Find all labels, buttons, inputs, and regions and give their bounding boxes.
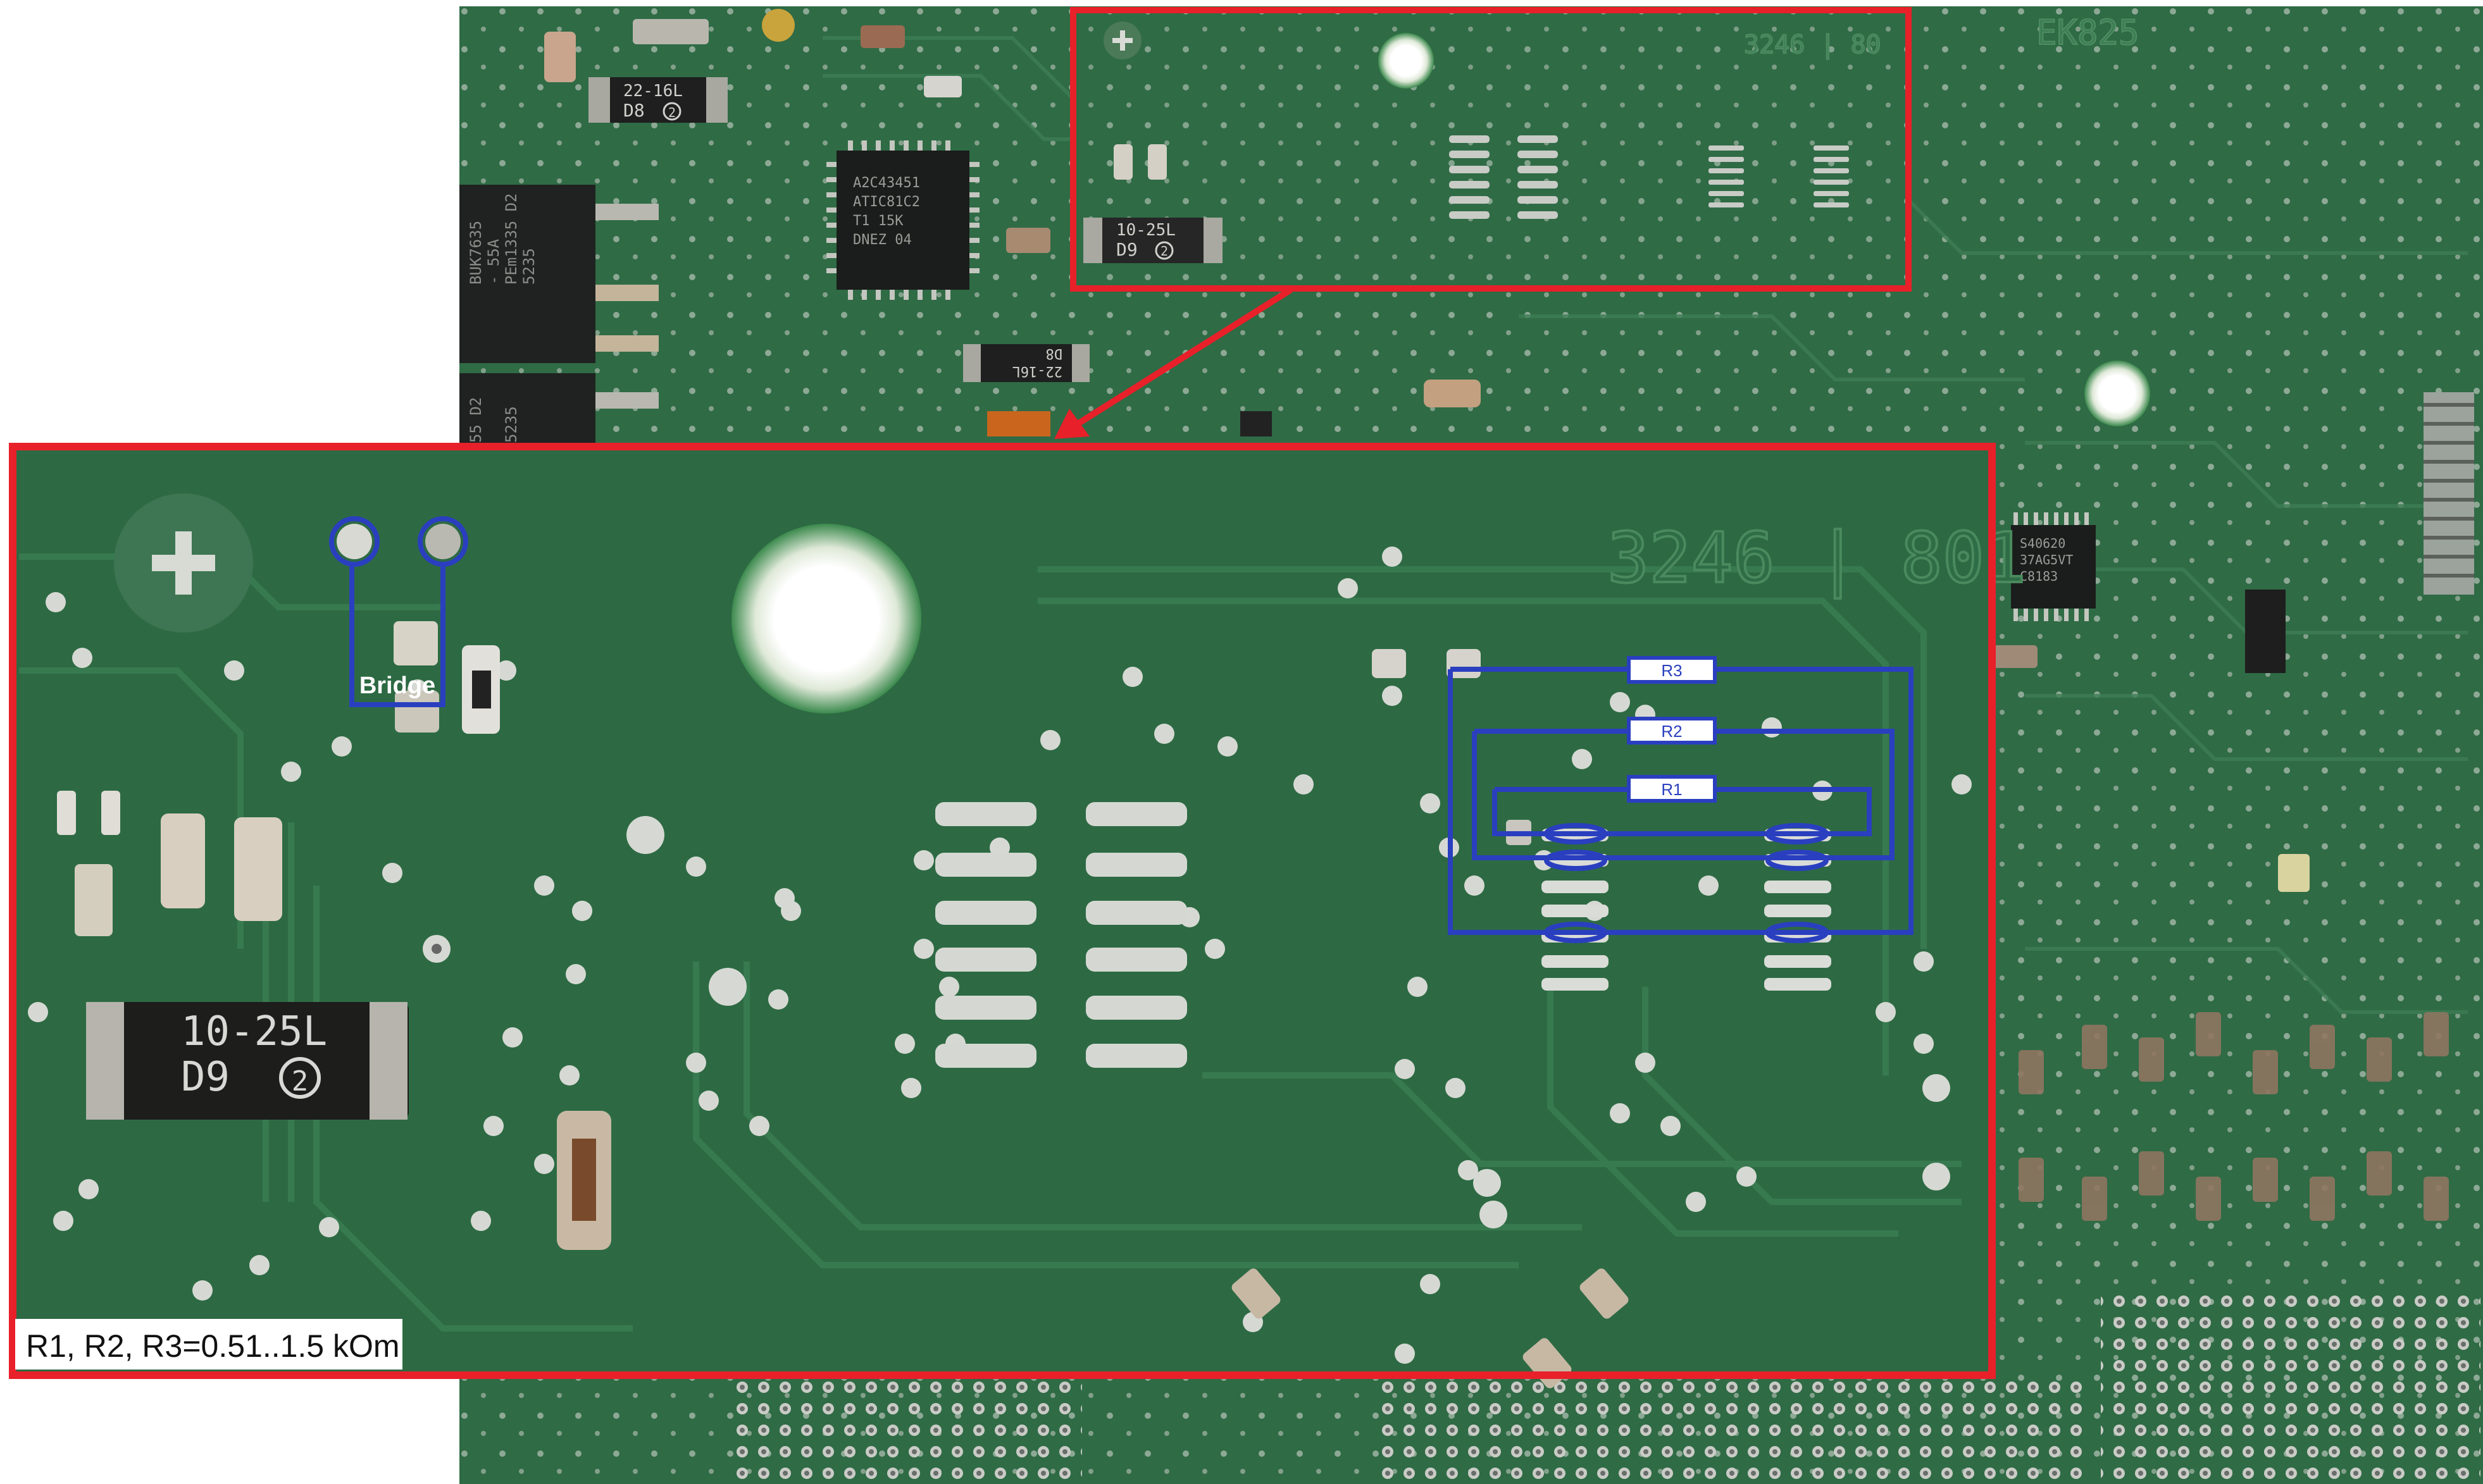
- zoom-panel-frame: [9, 443, 1996, 1379]
- diode-d8-mid: 22-16L D8: [963, 344, 1090, 382]
- bridge-label: Bridge: [359, 672, 435, 699]
- resistor-r2: R2: [1627, 717, 1717, 745]
- diode-right: [2245, 590, 2286, 673]
- top-highlight-region: 3246 | 80 10-25L D9 2: [1070, 7, 1912, 292]
- fet-top-line1: BUK7635: [467, 221, 485, 285]
- silk-big: 3246 | 801: [1607, 517, 2026, 599]
- r2-label: R2: [1661, 722, 1682, 741]
- r1-label: R1: [1661, 780, 1682, 799]
- d8-top-line1: 22-16L: [623, 82, 683, 101]
- d8-top-circle-mark: 2: [668, 105, 676, 120]
- diode-d9-small: 10-25L D9 2: [1083, 218, 1223, 263]
- d9-big-line1: 10-25L: [181, 1008, 327, 1055]
- fet-bottom-line2: 5235: [502, 406, 520, 443]
- resistance-caption: R1, R2, R3=0.51..1.5 kOm: [15, 1319, 402, 1370]
- annotation-overlay: [329, 516, 1914, 943]
- mcu-line1: A2C43451: [853, 175, 920, 191]
- mcu-line3: T1 15K: [853, 213, 904, 229]
- d9-big-line2: D9: [181, 1054, 230, 1101]
- d8-mid-line2: D8: [1046, 345, 1063, 361]
- bridge-ic-line2: 37AG5VT: [2020, 552, 2073, 567]
- mcu-line4: DNEZ 04: [853, 232, 912, 248]
- d9-big-circle-mark: 2: [292, 1065, 309, 1098]
- fet-top-line3: PEm1335 D2: [502, 194, 520, 285]
- d9-small-circle-mark: 2: [1161, 244, 1168, 259]
- fet-top-line4: 5235: [520, 248, 538, 285]
- d9-small-line2: D9: [1116, 239, 1138, 260]
- power-fet-top: BUK7635 - 55A PEm1335 D2 5235: [459, 185, 659, 363]
- capacitor-part: [544, 32, 576, 82]
- top-highlight-frame: [1070, 7, 1912, 292]
- silk-small: 3246 | 80: [1744, 30, 1881, 59]
- r3-label: R3: [1661, 661, 1682, 680]
- fet-top-line2: - 55A: [485, 238, 502, 285]
- diode-d8-top: 22-16L D8 2: [588, 77, 728, 123]
- d8-mid-line1: 22-16L: [1012, 363, 1062, 379]
- power-fet-bottom: 55 D2 5235: [459, 373, 659, 443]
- bridge-ic-line3: C8183: [2020, 569, 2058, 584]
- mcu-line2: ATIC81C2: [853, 194, 920, 210]
- bridge-ic-line1: S40620: [2020, 536, 2065, 551]
- zoom-panel: 3246 | 801: [13, 447, 2027, 1388]
- resistor-r1: R1: [1627, 775, 1717, 803]
- resistor-r3: R3: [1627, 656, 1717, 684]
- diode-d9-big: 10-25L D9 2: [86, 1002, 409, 1120]
- mcu-chip: A2C43451 ATIC81C2 T1 15K DNEZ 04: [826, 140, 980, 300]
- d9-small-line1: 10-25L: [1116, 221, 1176, 240]
- d8-top-line2: D8: [623, 100, 645, 121]
- zoom-arrow: [1054, 287, 1293, 439]
- silk-topright: EK825: [2036, 13, 2139, 53]
- fet-bottom-line1: 55 D2: [467, 397, 485, 443]
- bridge-ic-chip: S40620 37AG5VT C8183: [2011, 512, 2096, 621]
